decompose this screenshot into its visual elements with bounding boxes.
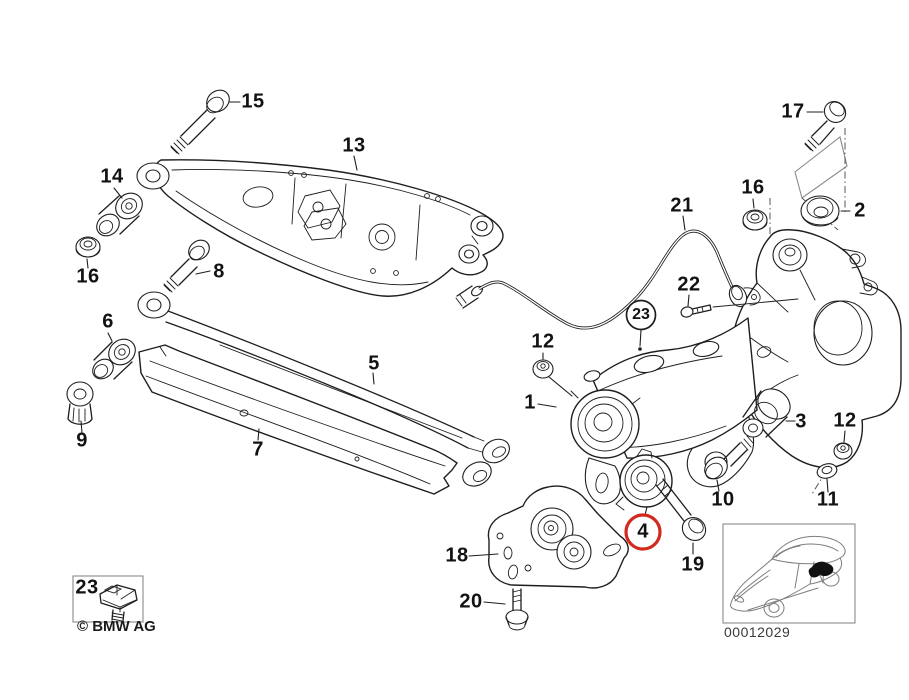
part-10-bolt-drawing — [704, 435, 754, 480]
part-12-right-nut-drawing — [833, 442, 853, 460]
part-label-9: 9 — [76, 429, 88, 452]
part-label-6: 6 — [102, 310, 114, 333]
part-label-20: 20 — [459, 590, 483, 613]
part-label-23-legend: 23 — [75, 576, 99, 599]
part-label-11: 11 — [816, 488, 840, 511]
part-label-17: 17 — [781, 100, 805, 123]
part-13-upper-control-arm-drawing — [136, 159, 504, 297]
part-label-18: 18 — [445, 544, 469, 567]
part-21-abs-sensor-cable-drawing — [455, 229, 761, 330]
part-11-washer-drawing — [816, 463, 838, 479]
part-19-bolt-drawing — [655, 478, 707, 541]
diagram-image-code: 00012029 — [724, 624, 791, 640]
part-label-2: 2 — [854, 199, 866, 222]
part-17-bolt-drawing — [804, 101, 847, 152]
part-12-mid-nut-drawing — [532, 352, 573, 397]
part-1-trailing-arm-drawing — [570, 317, 758, 505]
part-6-bushing-drawing — [92, 338, 136, 380]
part-label-12-mid: 12 — [531, 330, 555, 353]
part-3-bushing-drawing — [742, 388, 791, 438]
part-label-10: 10 — [711, 488, 735, 511]
highlighted-part-location-marker — [808, 561, 834, 578]
part-7-cover-drawing — [138, 344, 492, 495]
part-22-screw-drawing — [680, 298, 799, 318]
part-18-bracket-drawing — [487, 485, 629, 589]
part-23-circled-callout — [625, 299, 657, 347]
part-label-12-right: 12 — [833, 409, 857, 432]
part-16-right-nut-drawing — [742, 209, 768, 231]
part-label-14: 14 — [100, 165, 124, 188]
part-20-bolt-drawing — [505, 588, 529, 631]
part-15-bolt-drawing — [170, 89, 230, 155]
alignment-construction-lines — [769, 128, 873, 495]
part-label-19: 19 — [681, 553, 705, 576]
part-label-13: 13 — [342, 134, 366, 157]
part-4-bushing-drawing — [615, 448, 673, 516]
part-label-7: 7 — [252, 438, 264, 461]
part-label-16-left: 16 — [76, 265, 100, 288]
part-8-bolt-drawing — [163, 239, 210, 293]
part-label-5: 5 — [368, 352, 380, 375]
part-16-left-nut-drawing — [75, 236, 101, 258]
part-label-16-right: 16 — [741, 176, 765, 199]
part-label-4-highlighted: 4 — [637, 520, 649, 543]
part-label-1: 1 — [524, 391, 536, 414]
part-label-8: 8 — [213, 260, 225, 283]
label-leader-lines — [80, 101, 851, 605]
part-9-joint-drawing — [66, 381, 94, 425]
legend-box-part-23 — [72, 575, 144, 623]
part-5-track-rod-drawing — [137, 291, 510, 464]
part-label-21: 21 — [670, 194, 694, 217]
part-label-15: 15 — [241, 90, 265, 113]
part-label-22: 22 — [677, 273, 701, 296]
part-14-bushing-drawing — [96, 192, 143, 237]
bmw-copyright-text: © BMW AG — [77, 618, 156, 635]
part-label-3: 3 — [795, 410, 807, 433]
highlight-circle-part-4 — [624, 513, 662, 551]
part-2-bushing-drawing — [800, 195, 840, 227]
part-label-23-circled: 23 — [632, 306, 650, 323]
car-thumbnail — [722, 523, 856, 624]
